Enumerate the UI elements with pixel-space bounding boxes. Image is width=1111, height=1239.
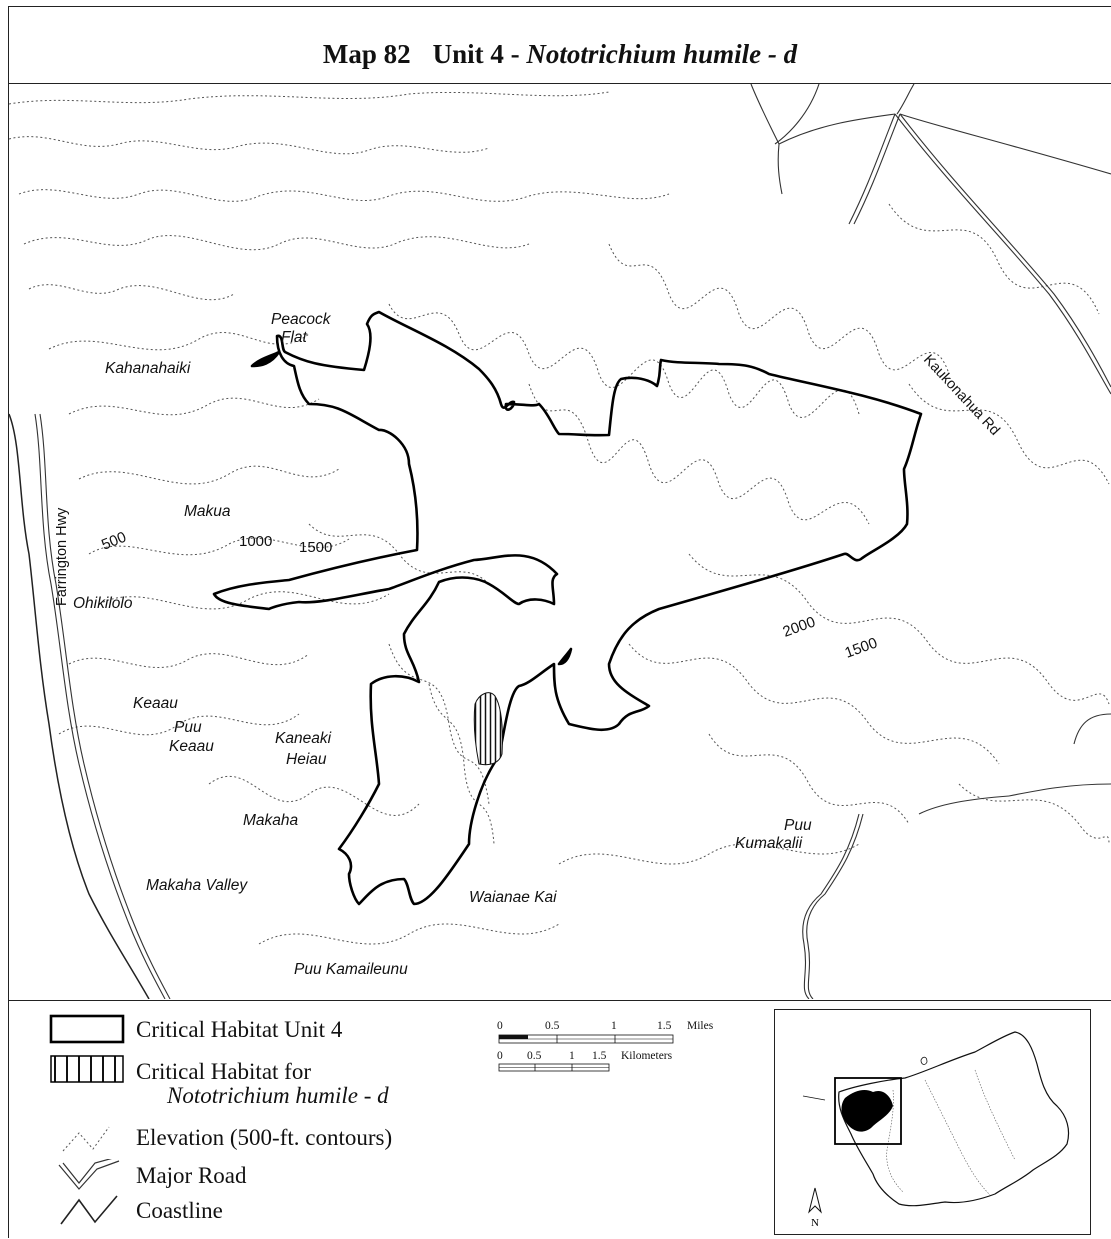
species-name: Nototrichium humile - d	[526, 39, 798, 69]
north-arrow: N	[808, 1187, 822, 1229]
nototrichium-habitat-area	[473, 692, 503, 766]
scale-miles-tick-0: 0	[497, 1020, 503, 1032]
inset-locator-map: N	[774, 1009, 1091, 1235]
legend-species-text-1: Critical Habitat for	[136, 1059, 311, 1084]
scale-miles-tick-1: 0.5	[545, 1020, 560, 1032]
map-frame	[8, 6, 1111, 1238]
coastline-symbol	[60, 1195, 118, 1225]
unit-label: Unit 4 -	[432, 39, 520, 69]
major-road-symbol	[58, 1159, 120, 1190]
label-makua: Makua	[184, 503, 231, 520]
contour-label-1000: 1000	[239, 533, 272, 550]
scale-miles-unit: Miles	[687, 1020, 714, 1032]
species-habitat-symbol	[50, 1055, 124, 1083]
contour-label-1500-west: 1500	[299, 539, 332, 556]
scale-kilometers: 0 0.5 1 1.5 Kilometers	[497, 1050, 673, 1072]
label-puu-kumakalii-1: Puu	[784, 817, 812, 834]
map-legend: Critical Habitat Unit 4 Critical Habitat…	[9, 1000, 1111, 1239]
legend-elevation-text: Elevation (500-ft. contours)	[136, 1125, 393, 1150]
label-puu-kumakalii-2: Kumakalii	[735, 835, 803, 852]
label-keaau: Keaau	[133, 695, 178, 712]
scale-km-tick-2: 1	[569, 1050, 575, 1062]
legend-species-text-2: Nototrichium humile - d	[167, 1083, 389, 1108]
inset-extent-box	[834, 1077, 902, 1145]
label-farrington-hwy: Farrington Hwy	[54, 507, 70, 606]
scale-miles-tick-3: 1.5	[657, 1020, 672, 1032]
coastline	[9, 413, 150, 999]
scale-km-unit: Kilometers	[621, 1050, 673, 1062]
map-canvas: Peacock Flat Kahanahaiki Makua Ohikilolo…	[9, 84, 1111, 999]
contour-label-2000: 2000	[781, 613, 818, 640]
scale-km-tick-0: 0	[497, 1050, 503, 1062]
label-kaukonahua-rd: Kaukonahua Rd	[920, 352, 1003, 439]
label-peacock: Peacock	[271, 311, 332, 328]
label-makaha: Makaha	[243, 812, 299, 829]
scale-miles-tick-2: 1	[611, 1020, 617, 1032]
elevation-contours	[9, 91, 1110, 945]
legend-coastline-text: Coastline	[136, 1198, 223, 1223]
map-title: Map 82 Unit 4 - Nototrichium humile - d	[9, 39, 1111, 70]
north-label: N	[811, 1217, 819, 1229]
label-puu-keaau-1: Puu	[174, 719, 202, 736]
label-puu-kamaileunu: Puu Kamaileunu	[294, 961, 408, 978]
label-kaneaki: Kaneaki	[275, 730, 332, 747]
oahu-island-outline	[838, 1031, 1070, 1207]
contour-line-symbol	[62, 1126, 110, 1152]
farrington-hwy-road	[34, 413, 171, 999]
label-waianae-kai: Waianae Kai	[469, 889, 557, 906]
contour-label-500: 500	[99, 529, 129, 554]
inset-svg: N	[802, 1031, 1070, 1229]
label-kaneaki-heiau: Heiau	[286, 751, 327, 768]
contour-label-1500-east: 1500	[843, 634, 880, 661]
label-ohikilolo: Ohikilolo	[73, 595, 133, 612]
scale-miles: 0 0.5 1 1.5 Miles	[497, 1020, 714, 1044]
legend-road-text: Major Road	[136, 1163, 247, 1188]
label-peacock-flat: Flat	[281, 329, 308, 346]
label-makaha-valley: Makaha Valley	[146, 877, 248, 894]
scale-km-tick-1: 0.5	[527, 1050, 542, 1062]
map-number: Map 82	[322, 39, 411, 69]
scale-km-tick-3: 1.5	[592, 1050, 607, 1062]
inset-unit-4-area	[841, 1090, 893, 1132]
kaukonahua-road	[750, 84, 1111, 999]
label-kahanahaiki: Kahanahaiki	[105, 360, 191, 377]
title-bar: Map 82 Unit 4 - Nototrichium humile - d	[9, 7, 1111, 84]
scale-bars: 0 0.5 1 1.5 Miles 0 0.5 1 1.5 Kilometers	[497, 1020, 714, 1072]
critical-habitat-unit-4-boundary	[212, 310, 923, 906]
legend-unit-text: Critical Habitat Unit 4	[136, 1017, 343, 1042]
label-puu-keaau-2: Keaau	[169, 738, 214, 755]
unit-boundary-symbol	[49, 1014, 125, 1044]
